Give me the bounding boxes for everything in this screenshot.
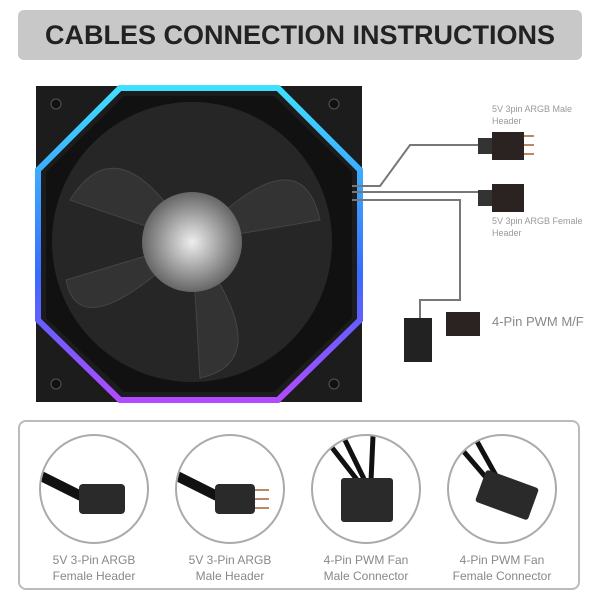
argb-female-header-icon xyxy=(478,184,524,212)
argb-male-connector-icon xyxy=(175,434,285,544)
callout-line: Header xyxy=(492,228,522,238)
connector-name: 4-Pin PWM Fan xyxy=(323,553,409,567)
connector-legend-panel: 5V 3-Pin ARGB Female Header 5V 3-Pin ARGB… xyxy=(18,420,580,590)
connector-type: Female Header xyxy=(52,569,136,583)
connector-type: Female Connector xyxy=(452,569,552,583)
pwm-connectors-icon xyxy=(404,312,480,362)
fan-diagram xyxy=(35,85,534,403)
callout-line: Header xyxy=(492,116,522,126)
callout-line: 5V 3pin ARGB Male xyxy=(492,104,573,114)
connector-name: 5V 3-Pin ARGB xyxy=(52,553,136,567)
connector-item: 5V 3-Pin ARGB Male Header xyxy=(162,434,298,584)
pwm-male-connector-icon xyxy=(311,434,421,544)
connector-type: Male Header xyxy=(195,569,265,583)
page-title: CABLES CONNECTION INSTRUCTIONS xyxy=(18,10,582,60)
callout-line: 5V 3pin ARGB Female xyxy=(492,216,583,226)
argb-female-connector-icon xyxy=(39,434,149,544)
connector-name: 4-Pin PWM Fan xyxy=(459,553,545,567)
callout-pwm: 4-Pin PWM M/F xyxy=(492,314,584,329)
connector-type: Male Connector xyxy=(323,569,409,583)
connector-item: 5V 3-Pin ARGB Female Header xyxy=(26,434,162,584)
connector-name: 5V 3-Pin ARGB xyxy=(188,553,272,567)
pwm-female-connector-icon xyxy=(447,434,557,544)
argb-male-header-icon xyxy=(478,132,534,160)
